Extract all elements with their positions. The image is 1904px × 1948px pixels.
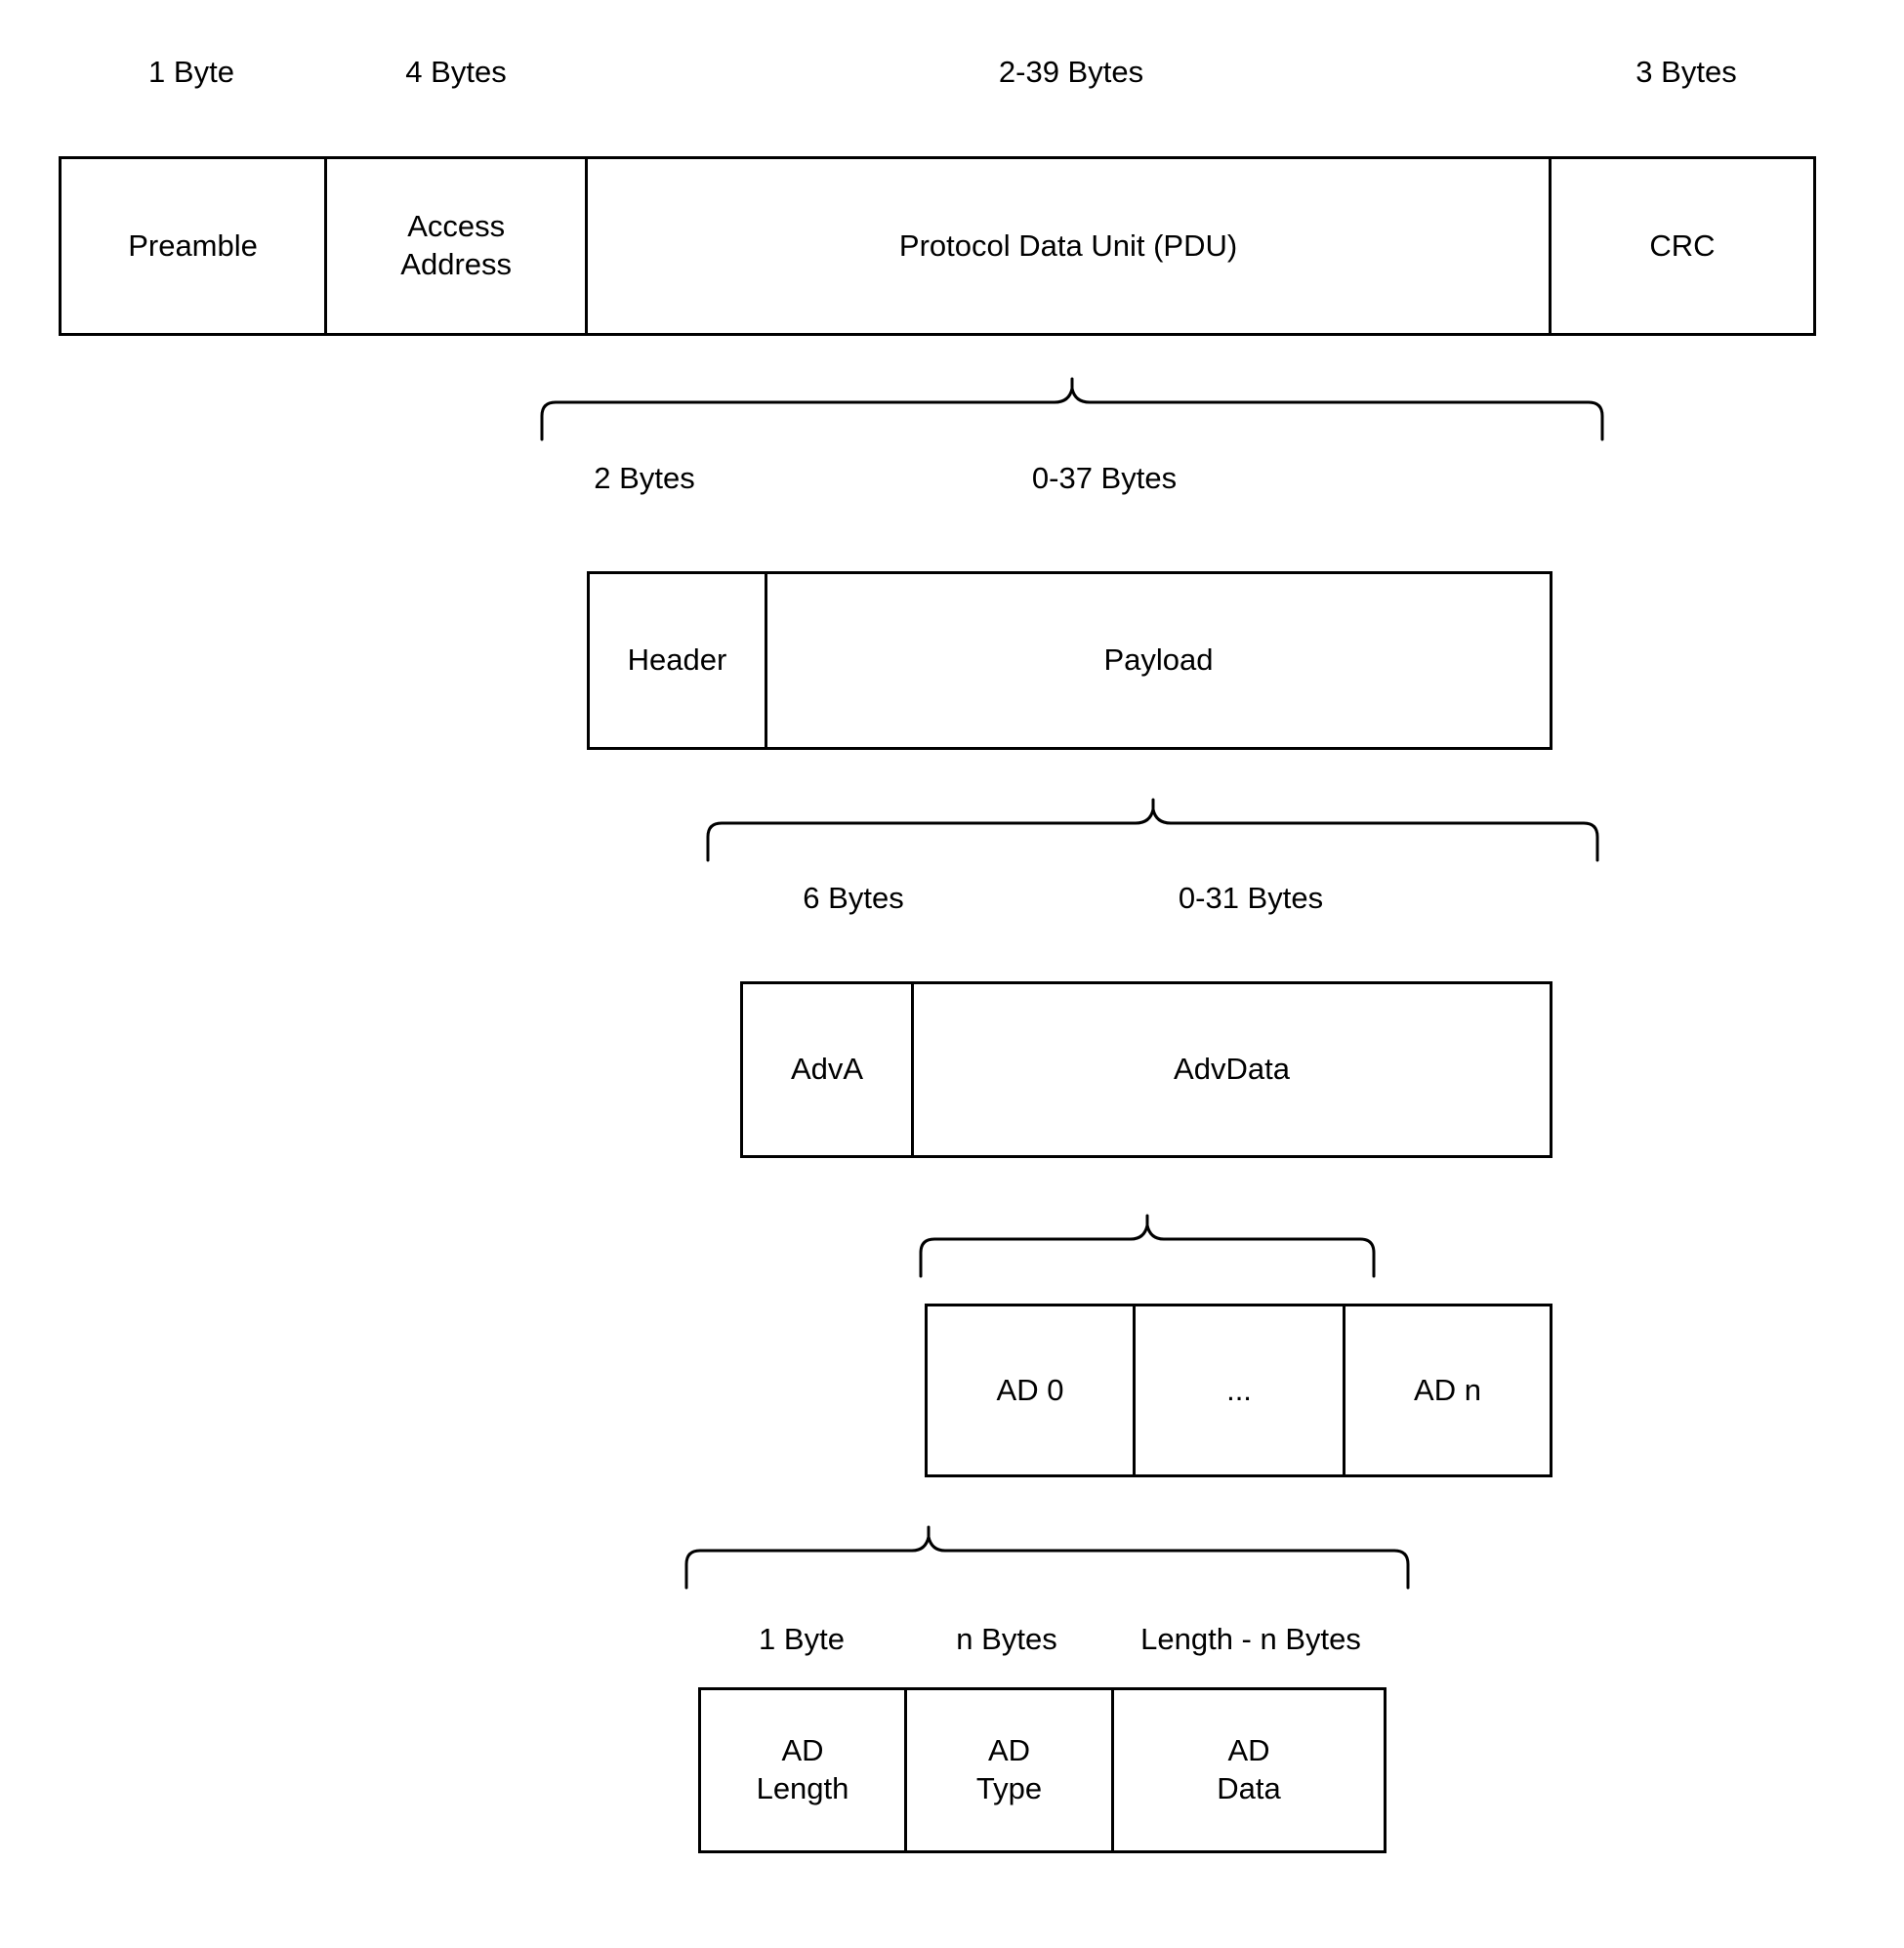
field-header: Header [590,574,767,747]
field-pdu: Protocol Data Unit (PDU) [588,159,1552,333]
size-label-preamble: 1 Byte [148,55,234,89]
payload-row: AdvA AdvData [740,981,1552,1158]
field-ad-length: AD Length [701,1690,907,1850]
size-label-ad-type: n Bytes [956,1622,1057,1656]
field-ad-0: AD 0 [928,1306,1136,1474]
size-label-ad-data: Length - n Bytes [1140,1622,1361,1656]
brace-pdu-to-header-payload [539,377,1605,441]
field-payload: Payload [1103,642,1214,678]
ad-structure-row: AD Length AD Type AD Data [698,1687,1387,1853]
brace-payload-to-adva-advdata [705,798,1600,862]
size-label-crc: 3 Bytes [1635,55,1737,89]
size-label-header: 2 Bytes [594,461,695,495]
field-crc: CRC [1649,228,1716,263]
field-preamble: Preamble [62,159,328,333]
size-label-payload: 0-37 Bytes [1031,461,1178,495]
field-adva: AdvA [743,984,914,1155]
link-layer-packet-row: Preamble Access Address Protocol Data Un… [59,156,1816,336]
brace-advdata-to-ad-list [918,1214,1377,1278]
field-advdata: AdvData [1174,1052,1290,1087]
advdata-row: AD 0 ... AD n [925,1304,1552,1477]
size-label-adva: 6 Bytes [803,881,904,915]
size-label-pdu: 2-39 Bytes [998,55,1144,89]
field-ad-data: AD Data [1217,1733,1281,1805]
field-access-address: Access Address [327,159,589,333]
field-ad-ellipsis: ... [1136,1306,1345,1474]
size-label-advdata: 0-31 Bytes [1178,881,1324,915]
field-ad-n: AD n [1414,1372,1481,1407]
field-ad-type: AD Type [907,1690,1114,1850]
brace-ad-to-ad-fields [683,1525,1411,1590]
size-label-access-address: 4 Bytes [405,55,507,89]
size-label-ad-length: 1 Byte [759,1622,845,1656]
pdu-row: Header Payload [587,571,1552,750]
